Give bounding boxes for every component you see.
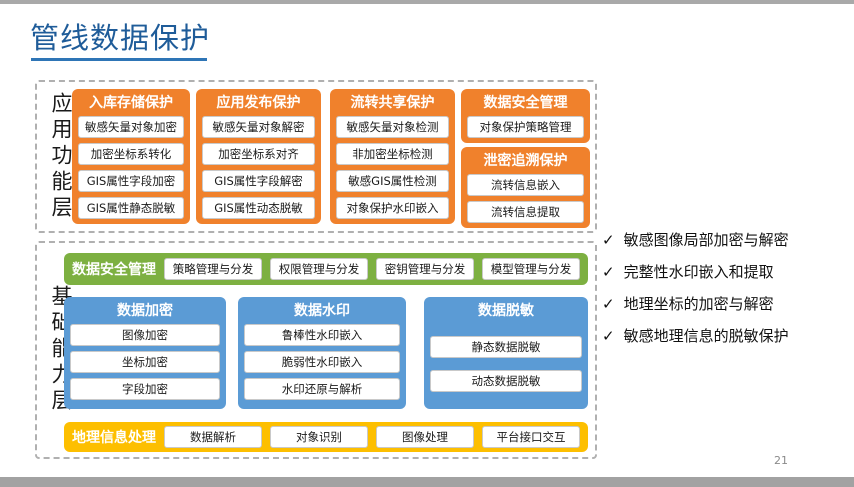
bar-title: 数据安全管理 (72, 262, 156, 278)
checklist-text: 完整性水印嵌入和提取 (623, 263, 774, 281)
bar-item: 平台接口交互 (482, 426, 580, 448)
bar-item: 密钥管理与分发 (376, 258, 474, 280)
yellow-bar-geo-processing: 地理信息处理 数据解析 对象识别 图像处理 平台接口交互 (64, 422, 588, 452)
checklist-text: 敏感图像局部加密与解密 (623, 231, 789, 249)
panel-item: GIS属性字段加密 (78, 170, 184, 192)
panel-item: 脆弱性水印嵌入 (244, 351, 400, 373)
panel-title: 数据安全管理 (483, 95, 568, 111)
application-layer-box: 应用功能层 入库存储保护 敏感矢量对象加密 加密坐标系转化 GIS属性字段加密 … (35, 80, 597, 233)
slide-edge-top (0, 0, 854, 4)
checklist-text: 地理坐标的加密与解密 (623, 295, 774, 313)
panel-item: 敏感GIS属性检测 (336, 170, 449, 192)
panel-item: 坐标加密 (70, 351, 220, 373)
panel-title: 数据脱敏 (478, 303, 534, 319)
panel-title: 数据加密 (117, 303, 173, 319)
panel-data-security-mgmt: 数据安全管理 对象保护策略管理 (461, 89, 590, 143)
panel-item: 水印还原与解析 (244, 378, 400, 400)
bar-item: 策略管理与分发 (164, 258, 262, 280)
panel-items: 流转信息嵌入 流转信息提取 (467, 174, 584, 223)
panel-data-masking: 数据脱敏 静态数据脱敏 动态数据脱敏 (424, 297, 588, 409)
panel-item: 图像加密 (70, 324, 220, 346)
base-layer-box: 基础能力层 数据安全管理 策略管理与分发 权限管理与分发 密钥管理与分发 模型管… (35, 241, 597, 459)
panel-leak-trace-protection: 泄密追溯保护 流转信息嵌入 流转信息提取 (461, 147, 590, 228)
page-number: 21 (774, 454, 788, 467)
checklist-item: ✓ 地理坐标的加密与解密 (602, 293, 789, 314)
check-icon: ✓ (602, 262, 615, 281)
panel-items: 静态数据脱敏 动态数据脱敏 (430, 324, 582, 404)
panel-data-watermark: 数据水印 鲁棒性水印嵌入 脆弱性水印嵌入 水印还原与解析 (238, 297, 406, 409)
bar-item: 权限管理与分发 (270, 258, 368, 280)
feature-checklist: ✓ 敏感图像局部加密与解密 ✓ 完整性水印嵌入和提取 ✓ 地理坐标的加密与解密 … (602, 229, 789, 346)
panel-item: 鲁棒性水印嵌入 (244, 324, 400, 346)
panel-items: 敏感矢量对象解密 加密坐标系对齐 GIS属性字段解密 GIS属性动态脱敏 (202, 116, 315, 219)
panel-item: 加密坐标系转化 (78, 143, 184, 165)
panel-item: GIS属性动态脱敏 (202, 197, 315, 219)
panel-items: 图像加密 坐标加密 字段加密 (70, 324, 220, 404)
bar-item: 图像处理 (376, 426, 474, 448)
panel-items: 敏感矢量对象检测 非加密坐标检测 敏感GIS属性检测 对象保护水印嵌入 (336, 116, 449, 219)
panel-item: GIS属性字段解密 (202, 170, 315, 192)
panel-item: 对象保护水印嵌入 (336, 197, 449, 219)
panel-item: 加密坐标系对齐 (202, 143, 315, 165)
page-title: 管线数据保护 (30, 21, 211, 55)
panel-item: 敏感矢量对象加密 (78, 116, 184, 138)
bar-item: 对象识别 (270, 426, 368, 448)
checklist-text: 敏感地理信息的脱敏保护 (623, 327, 789, 345)
panel-storage-protection: 入库存储保护 敏感矢量对象加密 加密坐标系转化 GIS属性字段加密 GIS属性静… (72, 89, 190, 224)
panel-title: 流转共享保护 (350, 95, 435, 111)
panel-item: 静态数据脱敏 (430, 336, 582, 358)
check-icon: ✓ (602, 294, 615, 313)
bar-item: 数据解析 (164, 426, 262, 448)
panel-title: 泄密追溯保护 (483, 153, 568, 169)
panel-item: GIS属性静态脱敏 (78, 197, 184, 219)
checklist-item: ✓ 敏感地理信息的脱敏保护 (602, 325, 789, 346)
panel-item: 动态数据脱敏 (430, 370, 582, 392)
slide-edge-bottom (0, 477, 854, 487)
checklist-item: ✓ 完整性水印嵌入和提取 (602, 261, 789, 282)
panel-items: 敏感矢量对象加密 加密坐标系转化 GIS属性字段加密 GIS属性静态脱敏 (78, 116, 184, 219)
application-layer-label: 应用功能层 (49, 91, 73, 222)
panel-item: 对象保护策略管理 (467, 116, 584, 138)
panel-data-encryption: 数据加密 图像加密 坐标加密 字段加密 (64, 297, 226, 409)
title-underline (31, 58, 207, 61)
panel-sharing-protection: 流转共享保护 敏感矢量对象检测 非加密坐标检测 敏感GIS属性检测 对象保护水印… (330, 89, 455, 224)
panel-item: 流转信息提取 (467, 201, 584, 223)
panel-item: 字段加密 (70, 378, 220, 400)
panel-item: 敏感矢量对象解密 (202, 116, 315, 138)
check-icon: ✓ (602, 230, 615, 249)
bar-title: 地理信息处理 (72, 430, 156, 446)
panel-publish-protection: 应用发布保护 敏感矢量对象解密 加密坐标系对齐 GIS属性字段解密 GIS属性动… (196, 89, 321, 224)
panel-title: 应用发布保护 (216, 95, 301, 111)
panel-title: 数据水印 (294, 303, 350, 319)
bar-item: 模型管理与分发 (482, 258, 580, 280)
panel-item: 敏感矢量对象检测 (336, 116, 449, 138)
check-icon: ✓ (602, 326, 615, 345)
panel-title: 入库存储保护 (89, 95, 173, 111)
checklist-item: ✓ 敏感图像局部加密与解密 (602, 229, 789, 250)
panel-item: 流转信息嵌入 (467, 174, 584, 196)
green-bar-data-security: 数据安全管理 策略管理与分发 权限管理与分发 密钥管理与分发 模型管理与分发 (64, 253, 588, 285)
panel-items: 对象保护策略管理 (467, 116, 584, 138)
panel-items: 鲁棒性水印嵌入 脆弱性水印嵌入 水印还原与解析 (244, 324, 400, 404)
panel-item: 非加密坐标检测 (336, 143, 449, 165)
